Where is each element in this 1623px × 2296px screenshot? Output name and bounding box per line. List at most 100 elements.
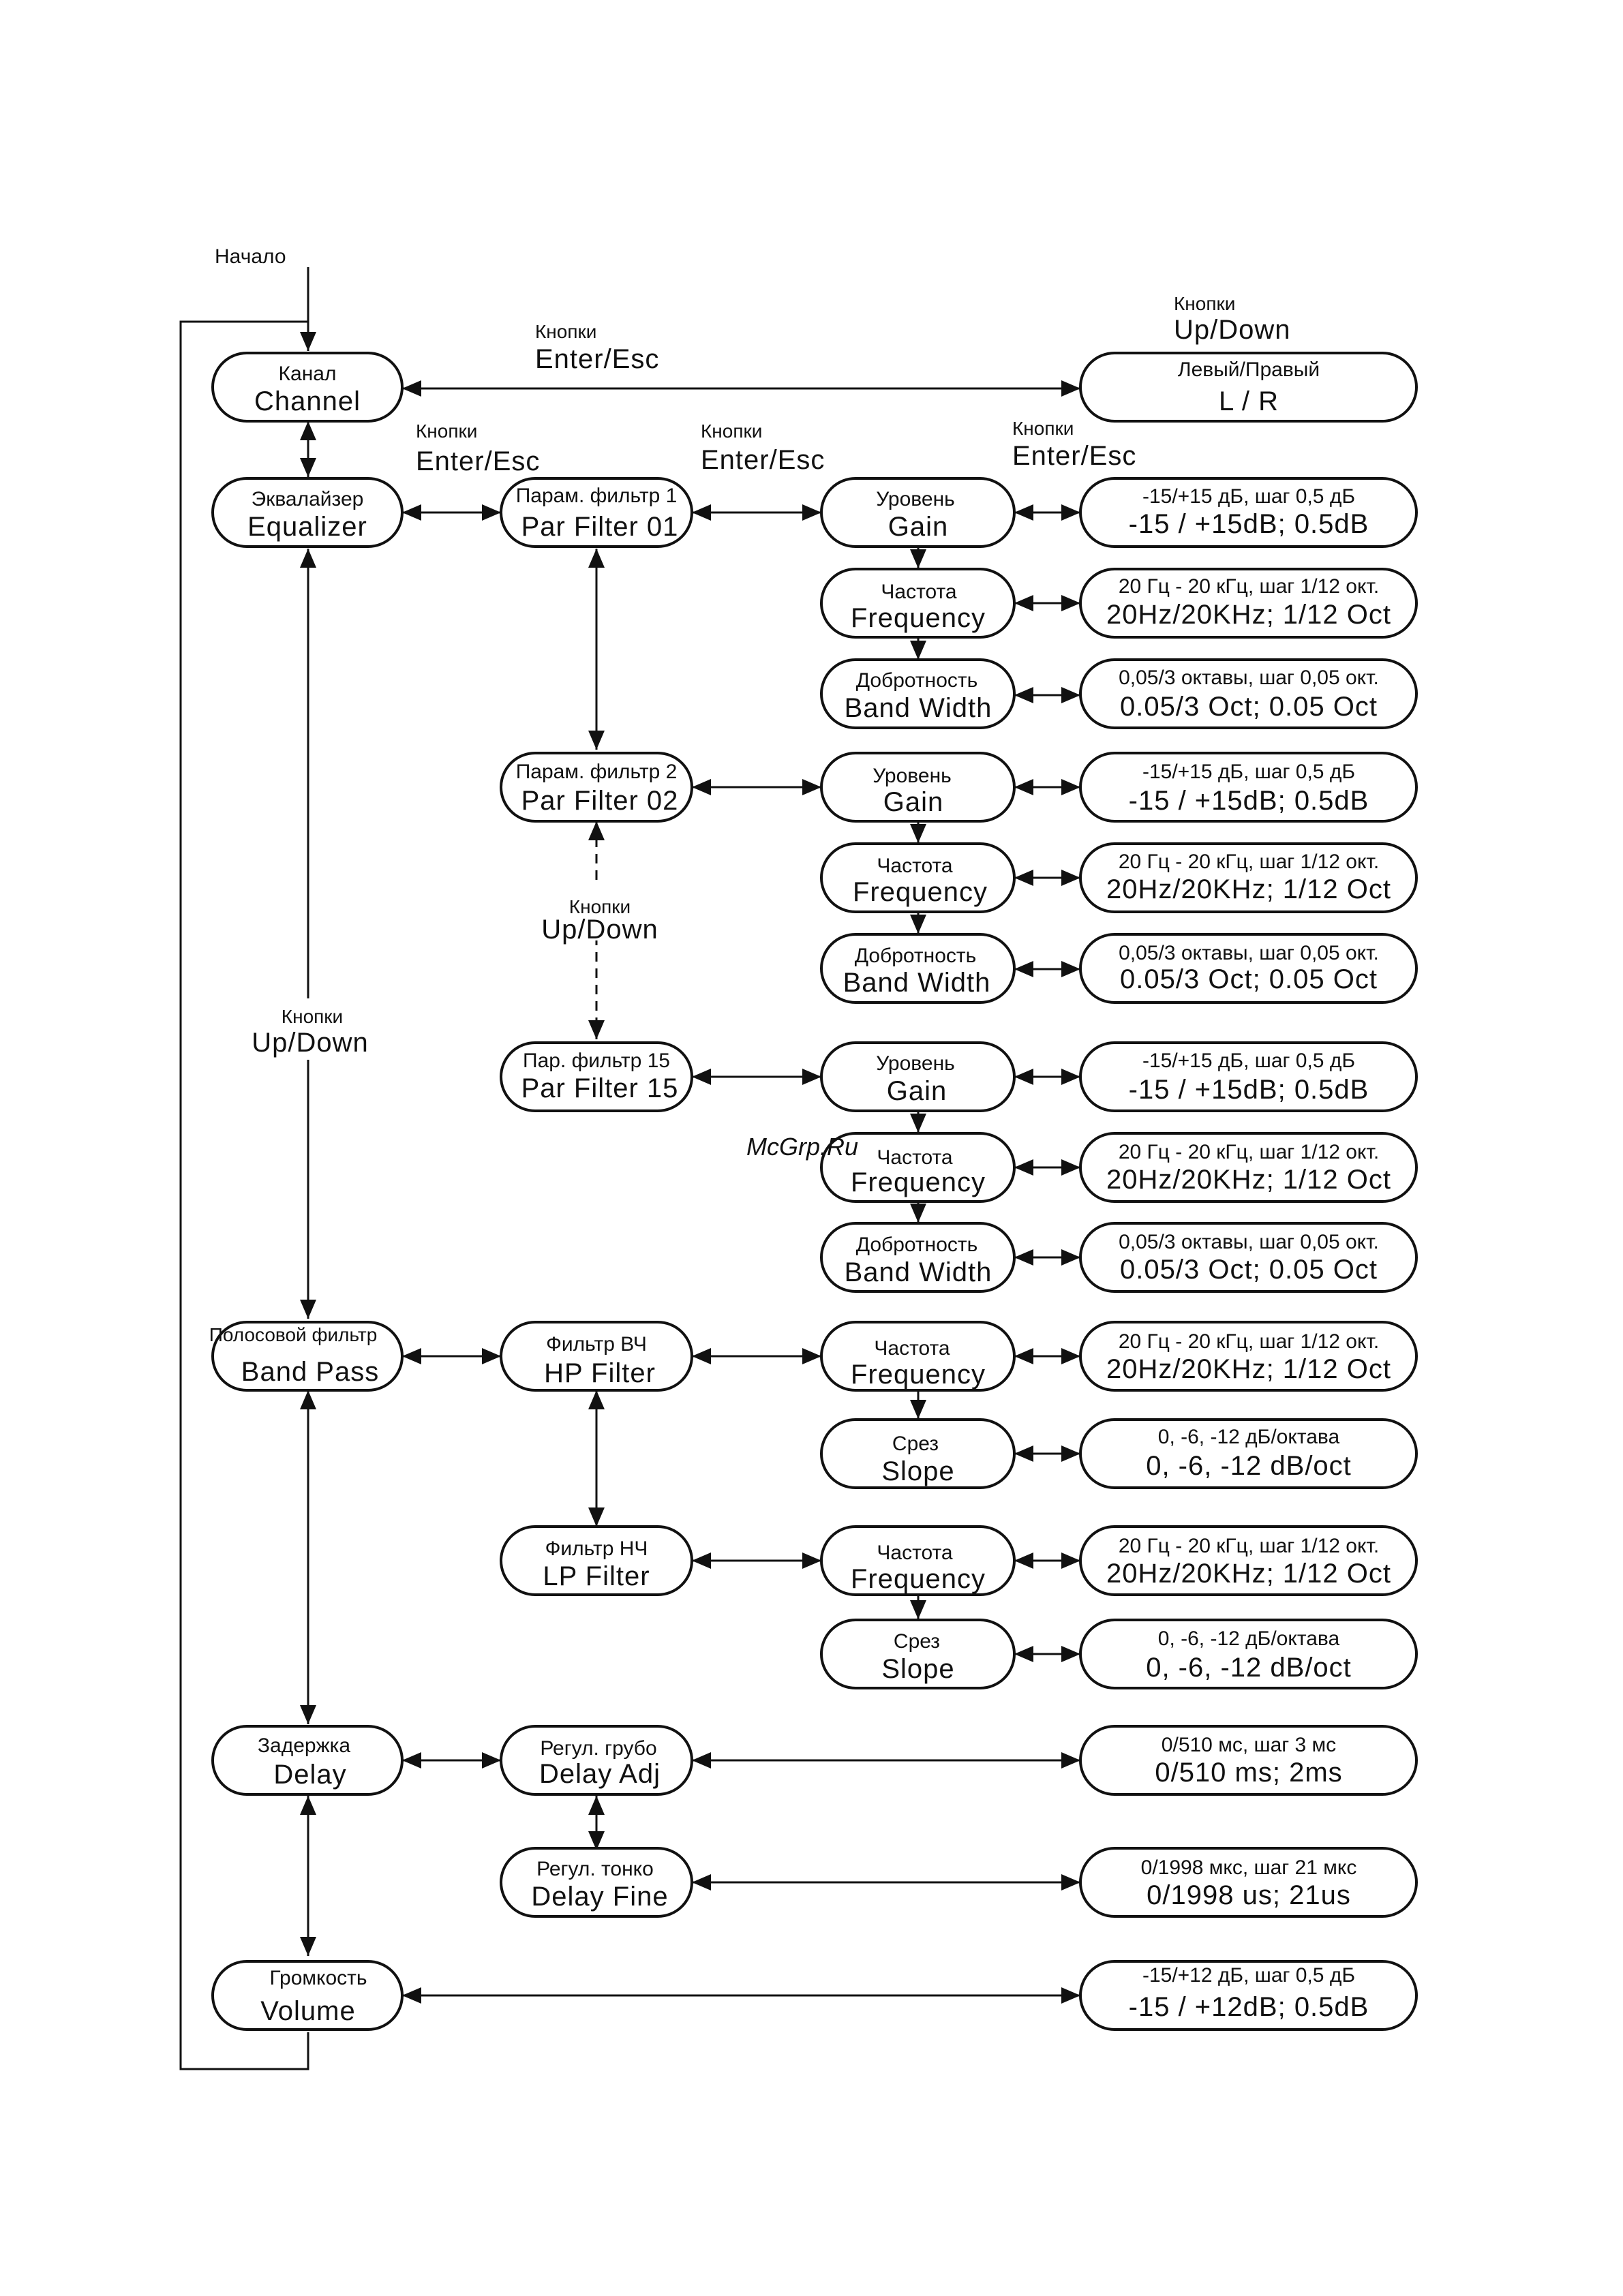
menu-node-delay[interactable]: Задержка Delay (211, 1725, 404, 1796)
submenu-node-lp-filter[interactable]: Фильтр НЧ LP Filter (500, 1525, 693, 1596)
node-shape (1079, 477, 1418, 548)
node-shape (820, 477, 1016, 548)
node-label-en: Delay Fine (531, 1882, 668, 1912)
node-label-en: Equalizer (247, 512, 367, 542)
value-node-volume[interactable]: -15/+12 дБ, шаг 0,5 дБ -15 / +12dB; 0.5d… (1079, 1960, 1418, 2031)
node-label-ru: Добротность (856, 669, 978, 692)
watermark: McGrp.Ru (746, 1133, 858, 1161)
param-node-frequency[interactable]: Частота Frequency (820, 1525, 1016, 1596)
node-label-en: Frequency (851, 1360, 986, 1390)
param-node-gain[interactable]: Уровень Gain (820, 1041, 1016, 1112)
value-node-gain[interactable]: -15/+15 дБ, шаг 0,5 дБ -15 / +15dB; 0.5d… (1079, 752, 1418, 823)
submenu-node-delay-adj[interactable]: Регул. грубо Delay Adj (500, 1725, 693, 1796)
node-shape (500, 1525, 693, 1596)
value-label-en: 20Hz/20KHz; 1/12 Oct (1106, 1354, 1391, 1384)
node-label-en: Slope (881, 1456, 954, 1486)
node-label-en: Frequency (851, 1564, 986, 1594)
node-shape (211, 1725, 404, 1796)
node-shape (1079, 1847, 1418, 1918)
menu-node-volume[interactable]: Громкость Volume (211, 1960, 404, 2031)
param-node-frequency[interactable]: Частота Frequency (820, 568, 1016, 639)
submenu: Парам. фильтр 1 Par Filter 01 Парам. фил… (500, 477, 693, 1918)
node-label-ru: Пар. фильтр 15 (523, 1050, 670, 1072)
hint-ru: Кнопки (1174, 293, 1235, 314)
node-label-en: Channel (254, 386, 361, 416)
hint-ru: Кнопки (535, 321, 596, 342)
value-node-frequency[interactable]: 20 Гц - 20 кГц, шаг 1/12 окт. 20Hz/20KHz… (1079, 568, 1418, 639)
param-node-band-width[interactable]: Добротность Band Width (820, 933, 1016, 1004)
param-node-frequency[interactable]: Частота Frequency (820, 1321, 1016, 1392)
value-node-slope[interactable]: 0, -6, -12 дБ/октава 0, -6, -12 dB/oct (1079, 1418, 1418, 1489)
node-label-ru: Добротность (855, 945, 977, 967)
param-node-band-width[interactable]: Добротность Band Width (820, 1222, 1016, 1293)
value-node-delay-fine[interactable]: 0/1998 мкс, шаг 21 мкс 0/1998 us; 21us (1079, 1847, 1418, 1918)
hint-ru: Кнопки (701, 420, 762, 442)
value-label-en: -15 / +15dB; 0.5dB (1129, 786, 1369, 816)
param-node-slope[interactable]: Срез Slope (820, 1418, 1016, 1489)
value-node-band-width[interactable]: 0,05/3 октавы, шаг 0,05 окт. 0.05/3 Oct;… (1079, 658, 1418, 729)
submenu-node-hp-filter[interactable]: Фильтр ВЧ HP Filter (500, 1321, 693, 1392)
button-hints: Начало Кнопки Enter/Esc Кнопки Up/Down К… (215, 245, 1290, 1060)
node-label-ru: Эквалайзер (252, 488, 364, 510)
node-shape (1079, 658, 1418, 729)
node-label-ru: Частота (877, 1542, 953, 1564)
value-node-lr[interactable]: Левый/Правый L / R (1079, 352, 1418, 423)
node-label-en: Volume (260, 1996, 355, 2026)
node-label-ru: Громкость (269, 1967, 367, 1989)
hint-en: Up/Down (252, 1028, 369, 1058)
param-node-gain[interactable]: Уровень Gain (820, 752, 1016, 823)
value-label-ru: -15/+15 дБ, шаг 0,5 дБ (1142, 761, 1355, 783)
node-shape (820, 1041, 1016, 1112)
parameters: Уровень Gain Частота Frequency Добротнос… (820, 477, 1016, 1689)
node-label-ru: Фильтр НЧ (545, 1537, 648, 1560)
node-label-ru: Уровень (876, 488, 955, 510)
submenu-node-delay-fine[interactable]: Регул. тонко Delay Fine (500, 1847, 693, 1918)
value-node-gain[interactable]: -15/+15 дБ, шаг 0,5 дБ -15 / +15dB; 0.5d… (1079, 1041, 1418, 1112)
hint-en: Enter/Esc (1012, 441, 1136, 471)
param-node-frequency[interactable]: Частота Frequency (820, 842, 1016, 913)
value-label-en: 20Hz/20KHz; 1/12 Oct (1106, 1559, 1391, 1589)
value-label-en: 0, -6, -12 dB/oct (1146, 1451, 1352, 1481)
value-label-ru: 20 Гц - 20 кГц, шаг 1/12 окт. (1119, 575, 1379, 598)
value-node-frequency[interactable]: 20 Гц - 20 кГц, шаг 1/12 окт. 20Hz/20KHz… (1079, 1525, 1418, 1596)
node-shape (820, 1132, 1016, 1203)
menu-node-equalizer[interactable]: Эквалайзер Equalizer (211, 477, 404, 548)
param-node-band-width[interactable]: Добротность Band Width (820, 658, 1016, 729)
menu-node-band-pass[interactable]: Полосовой фильтр Band Pass (209, 1321, 404, 1392)
param-node-gain[interactable]: Уровень Gain (820, 477, 1016, 548)
value-node-frequency[interactable]: 20 Гц - 20 кГц, шаг 1/12 окт. 20Hz/20KHz… (1079, 842, 1418, 913)
node-label-ru: Срез (894, 1630, 940, 1653)
node-label-en: Frequency (853, 877, 988, 907)
value-node-band-width[interactable]: 0,05/3 октавы, шаг 0,05 окт. 0.05/3 Oct;… (1079, 1222, 1418, 1293)
value-label-ru: -15/+15 дБ, шаг 0,5 дБ (1142, 485, 1355, 508)
value-node-frequency[interactable]: 20 Гц - 20 кГц, шаг 1/12 окт. 20Hz/20KHz… (1079, 1321, 1418, 1392)
value-label-ru: 0,05/3 октавы, шаг 0,05 окт. (1119, 942, 1379, 964)
node-shape (1079, 933, 1418, 1004)
start-label: Начало (215, 245, 286, 268)
menu-node-channel[interactable]: Канал Channel (211, 352, 404, 423)
node-shape (1079, 1041, 1418, 1112)
submenu-node-par-filter-02[interactable]: Парам. фильтр 2 Par Filter 02 (500, 752, 693, 823)
node-label-ru: Задержка (258, 1734, 351, 1757)
values: Левый/Правый L / R -15/+15 дБ, шаг 0,5 д… (1079, 352, 1418, 2031)
value-label-ru: 20 Гц - 20 кГц, шаг 1/12 окт. (1119, 1330, 1379, 1353)
node-shape (211, 477, 404, 548)
value-node-band-width[interactable]: 0,05/3 октавы, шаг 0,05 окт. 0.05/3 Oct;… (1079, 933, 1418, 1004)
value-label-ru: 0/510 мс, шаг 3 мс (1162, 1734, 1336, 1756)
value-label-ru: 20 Гц - 20 кГц, шаг 1/12 окт. (1119, 1141, 1379, 1163)
node-label-en: HP Filter (544, 1358, 656, 1388)
submenu-node-par-filter-01[interactable]: Парам. фильтр 1 Par Filter 01 (500, 477, 693, 548)
value-node-gain[interactable]: -15/+15 дБ, шаг 0,5 дБ -15 / +15dB; 0.5d… (1079, 477, 1418, 548)
param-node-frequency[interactable]: Частота Frequency (820, 1132, 1016, 1203)
value-node-delay-adj[interactable]: 0/510 мс, шаг 3 мс 0/510 ms; 2ms (1079, 1725, 1418, 1796)
value-label-ru: Левый/Правый (1178, 358, 1320, 381)
value-node-frequency[interactable]: 20 Гц - 20 кГц, шаг 1/12 окт. 20Hz/20KHz… (1079, 1132, 1418, 1203)
node-shape (820, 568, 1016, 639)
param-node-slope[interactable]: Срез Slope (820, 1619, 1016, 1689)
node-shape (500, 1847, 693, 1918)
submenu-node-par-filter-15[interactable]: Пар. фильтр 15 Par Filter 15 (500, 1041, 693, 1112)
value-label-en: 20Hz/20KHz; 1/12 Oct (1106, 600, 1391, 630)
hint-ru: Кнопки (282, 1006, 343, 1027)
value-node-slope[interactable]: 0, -6, -12 дБ/октава 0, -6, -12 dB/oct (1079, 1619, 1418, 1689)
